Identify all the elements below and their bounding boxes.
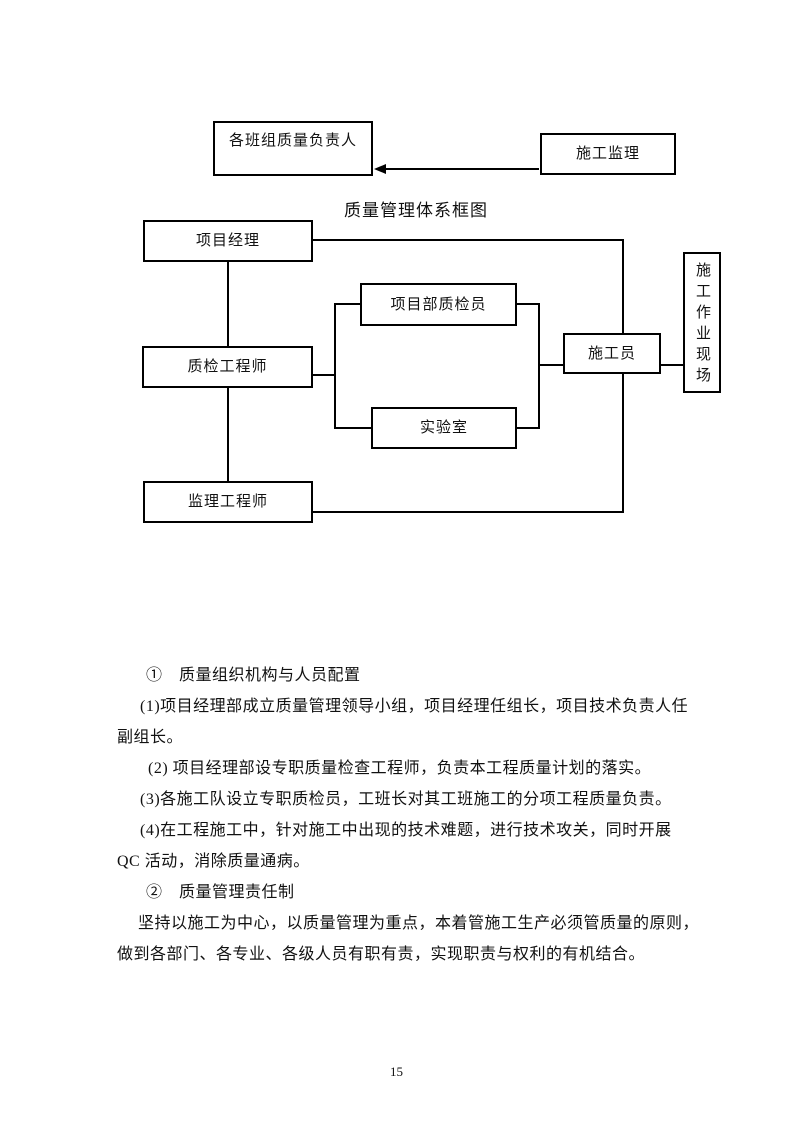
- body-text-line: (4)在工程施工中，针对施工中出现的技术难题，进行技术攻关，同时开展: [140, 822, 672, 839]
- connector-constructor-down: [622, 374, 624, 513]
- box-project-manager-label: 项目经理: [195, 233, 260, 249]
- box-supervising-engineer-label: 监理工程师: [187, 494, 268, 510]
- body-text-line: (3)各施工队设立专职质检员，工班长对其工班施工的分项工程质量负责。: [140, 791, 672, 808]
- body-text-line: ① 质量组织机构与人员配置: [146, 667, 361, 684]
- box-construction-supervisor: 施工监理: [540, 133, 676, 175]
- box-quality-engineer-label: 质检工程师: [187, 359, 268, 375]
- connector-inspector-right: [517, 303, 539, 305]
- box-quality-engineer: 质检工程师: [142, 346, 313, 388]
- box-team-quality-leader-label: 各班组质量负责人: [228, 133, 357, 149]
- box-constructor-label: 施工员: [587, 345, 636, 362]
- box-laboratory-label: 实验室: [419, 420, 468, 436]
- connector-bracket-right: [538, 303, 540, 429]
- box-supervising-engineer: 监理工程师: [143, 481, 313, 523]
- body-text-line: QC 活动，消除质量通病。: [117, 853, 310, 870]
- connector-lab-right: [517, 427, 539, 429]
- connector-down-to-constructor: [622, 239, 624, 333]
- box-dept-quality-inspector: 项目部质检员: [360, 283, 517, 326]
- body-text-line: (1)项目经理部成立质量管理领导小组，项目经理任组长，项目技术负责人任: [140, 698, 689, 715]
- diagram-title: 质量管理体系框图: [344, 201, 488, 220]
- box-work-site-label: 施工作业现场: [694, 262, 710, 388]
- box-work-site: 施工作业现场: [683, 252, 721, 393]
- box-team-quality-leader: 各班组质量负责人: [213, 121, 373, 176]
- body-text-line: (2) 项目经理部设专职质量检查工程师，负责本工程质量计划的落实。: [148, 760, 652, 777]
- body-text-line: 副组长。: [117, 729, 184, 746]
- box-dept-quality-inspector-label: 项目部质检员: [390, 296, 487, 313]
- box-constructor: 施工员: [563, 333, 661, 374]
- arrow-left-icon: [374, 164, 386, 174]
- connector-to-constructor-left: [538, 364, 563, 366]
- box-project-manager: 项目经理: [143, 220, 313, 262]
- box-construction-supervisor-label: 施工监理: [575, 146, 640, 162]
- connector-bracket-left: [334, 303, 336, 429]
- box-laboratory: 实验室: [371, 407, 517, 449]
- body-text-line: 坚持以施工为中心，以质量管理为重点，本着管施工生产必须管质量的原则，: [138, 915, 700, 932]
- connector-to-inspector-left: [336, 303, 360, 305]
- connector-pm-to-qe: [227, 261, 229, 346]
- page-number: 15: [390, 1064, 403, 1079]
- connector-to-lab-left: [336, 427, 371, 429]
- body-text-line: 做到各部门、各专业、各级人员有职有责，实现职责与权利的有机结合。: [117, 946, 646, 963]
- connector-constructor-to-site: [661, 364, 683, 366]
- connector-to-supervising-engineer: [313, 511, 624, 513]
- connector-qe-to-se: [227, 387, 229, 481]
- connector-pm-right: [313, 239, 624, 241]
- body-text-line: ② 质量管理责任制: [146, 884, 295, 901]
- connector-qe-stub: [313, 374, 336, 376]
- connector-supervisor-to-leader: [384, 168, 539, 170]
- body-text: ① 质量组织机构与人员配置 (1)项目经理部成立质量管理领导小组，项目经理任组长，…: [117, 660, 700, 970]
